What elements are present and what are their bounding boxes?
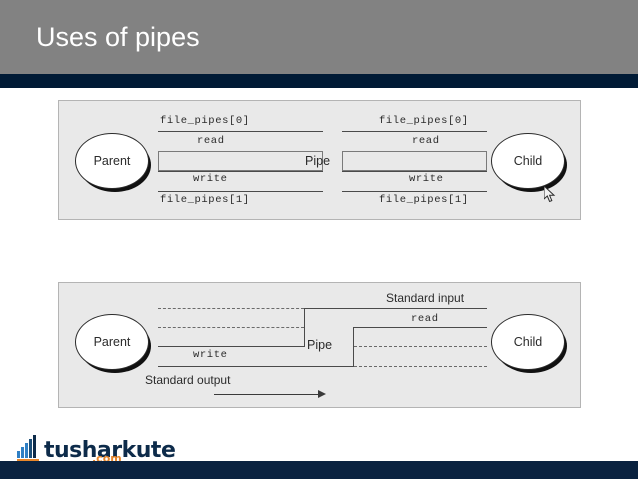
label-left-file-pipes-0: file_pipes[0] bbox=[160, 115, 250, 127]
arrow-pointer-cursor bbox=[544, 186, 556, 203]
label-right-file-pipes-0: file_pipes[0] bbox=[379, 115, 469, 127]
slide-body: Parent Child file_pipes[0] read write fi… bbox=[0, 88, 638, 456]
line-left-step-riser bbox=[304, 308, 305, 346]
node-child-figure-one: Child bbox=[491, 133, 565, 189]
label-write-figure-two: write bbox=[193, 349, 228, 361]
pipe-channel-left bbox=[158, 151, 323, 171]
slide-header bbox=[0, 0, 638, 74]
pipe-channel-right bbox=[342, 151, 487, 171]
footer-bar bbox=[0, 461, 638, 479]
label-right-file-pipes-1: file_pipes[1] bbox=[379, 194, 469, 206]
label-right-write: write bbox=[409, 173, 444, 185]
line-left-solid-write-bottom bbox=[158, 366, 354, 367]
label-standard-output: Standard output bbox=[145, 373, 231, 387]
header-divider bbox=[0, 74, 638, 88]
line-right-step-riser bbox=[353, 327, 354, 367]
standard-output-arrow-head bbox=[318, 390, 326, 398]
logo-wordmark: tusharkute bbox=[44, 438, 176, 463]
label-left-write: write bbox=[193, 173, 228, 185]
node-child-label: Child bbox=[513, 154, 543, 168]
standard-output-arrow-shaft bbox=[214, 394, 319, 395]
node-parent-figure-one: Parent bbox=[75, 133, 149, 189]
label-left-read: read bbox=[197, 135, 225, 147]
figure-redirected-pipe: Parent Child write Pipe Standard input r… bbox=[58, 282, 581, 408]
site-logo: tusharkute bbox=[16, 430, 176, 463]
line-left-dashed-lower bbox=[158, 327, 304, 328]
line-right-solid-upper bbox=[304, 308, 487, 309]
line-left-inner-bottom bbox=[158, 171, 323, 172]
line-right-outer-bottom bbox=[342, 191, 487, 192]
node-child-figure-two: Child bbox=[491, 314, 565, 370]
line-left-solid-write-top bbox=[158, 346, 305, 347]
node-parent-label-2: Parent bbox=[93, 335, 131, 349]
page-title: Uses of pipes bbox=[36, 22, 200, 52]
line-right-outer-top bbox=[342, 131, 487, 132]
label-left-file-pipes-1: file_pipes[1] bbox=[160, 194, 250, 206]
line-right-dashed-lower bbox=[354, 366, 487, 367]
label-standard-input: Standard input bbox=[386, 291, 465, 305]
figure-unnamed-pipe: Parent Child file_pipes[0] read write fi… bbox=[58, 100, 581, 220]
bar-chart-logo-icon bbox=[16, 435, 42, 462]
node-parent-label: Parent bbox=[93, 154, 131, 168]
line-right-inner-bottom bbox=[342, 171, 487, 172]
label-read-figure-two: read bbox=[411, 313, 439, 325]
label-pipe-center-figure-two: Pipe bbox=[307, 338, 333, 352]
node-parent-figure-two: Parent bbox=[75, 314, 149, 370]
line-right-dashed-upper bbox=[354, 346, 487, 347]
line-left-outer-top bbox=[158, 131, 323, 132]
line-right-solid-lower bbox=[353, 327, 487, 328]
label-right-read: read bbox=[412, 135, 440, 147]
line-left-outer-bottom bbox=[158, 191, 323, 192]
line-left-dashed-upper bbox=[158, 308, 304, 309]
label-pipe-center-figure-one: Pipe bbox=[305, 154, 331, 168]
node-child-label-2: Child bbox=[513, 335, 543, 349]
